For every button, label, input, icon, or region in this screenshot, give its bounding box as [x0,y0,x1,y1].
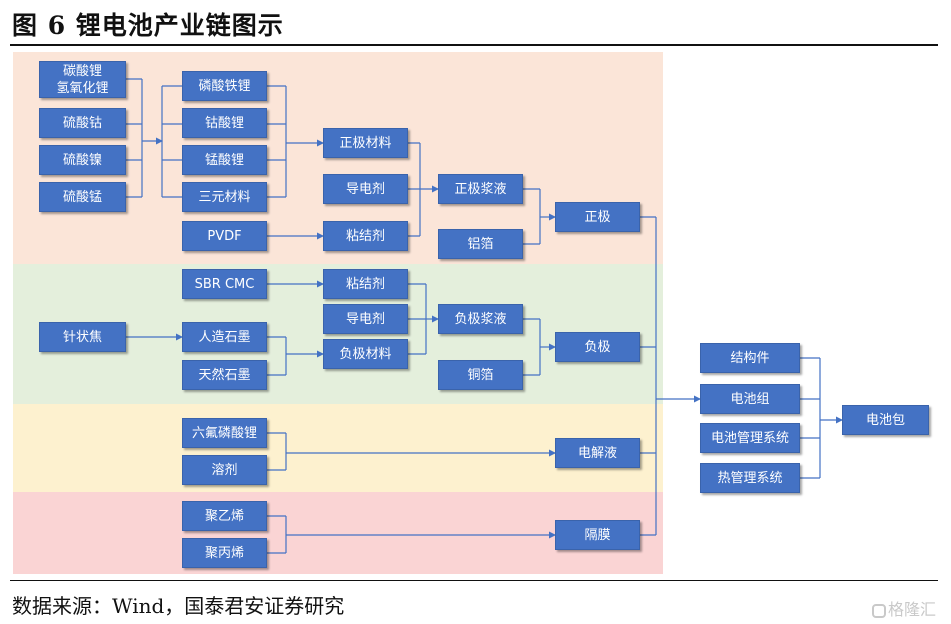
node-thermal-mgmt: 热管理系统 [700,463,800,493]
node-sbr-cmc: SBR CMC [182,269,267,299]
node-nickel-sulfate: 硫酸镍 [39,145,126,175]
node-cathode: 正极 [555,202,640,232]
node-anode-binder: 粘结剂 [323,269,408,299]
line-anode-components [408,283,427,355]
node-pvdf: PVDF [182,221,267,251]
line-components-bus [640,216,657,536]
node-natural-graphite: 天然石墨 [182,360,267,390]
node-aluminum-foil: 铝箔 [438,229,523,259]
node-lithium-carbonate-hydroxide: 碳酸锂 氢氧化锂 [39,61,126,98]
line-cathode-components [408,142,421,237]
node-solvent: 溶剂 [182,455,267,485]
line-cathode-mat-bracket-right [267,85,287,198]
node-bms: 电池管理系统 [700,423,800,453]
node-battery-module: 电池组 [700,384,800,414]
node-manganese-sulfate: 硫酸锰 [39,182,126,212]
top-rule [10,44,938,46]
watermark-text: 格隆汇 [888,600,937,619]
node-lco: 钴酸锂 [182,108,267,138]
node-lmo: 锰酸锂 [182,145,267,175]
line-raw-bracket [126,78,143,198]
line-slurry-foil [523,188,541,245]
source-note: 数据来源：Wind，国泰君安证券研究 [12,594,345,618]
node-polyethylene: 聚乙烯 [182,501,267,531]
line-graphite-bracket [267,336,287,376]
watermark: 格隆汇 [872,596,936,620]
line-cathode-mat-bracket-left [161,85,182,198]
node-anode-active: 负极材料 [323,339,408,369]
electrolyte-band [13,404,663,492]
node-battery-pack: 电池包 [842,405,929,435]
node-cathode-slurry: 正极浆液 [438,174,523,204]
node-electrolyte: 电解液 [555,438,640,468]
node-separator: 隔膜 [555,520,640,550]
bottom-rule [10,580,938,581]
line-separator-bracket [267,515,287,554]
line-anode-slurry-foil [523,318,541,376]
node-needle-coke: 针状焦 [39,322,126,352]
node-artificial-graphite: 人造石墨 [182,322,267,352]
figure-title: 图 6 锂电池产业链图示 [12,11,284,40]
node-structural-parts: 结构件 [700,343,800,373]
node-cobalt-sulfate: 硫酸钴 [39,108,126,138]
node-anode: 负极 [555,332,640,362]
node-cathode-binder: 粘结剂 [323,221,408,251]
node-polypropylene: 聚丙烯 [182,538,267,568]
node-cathode-conductive: 导电剂 [323,174,408,204]
watermark-logo-icon [872,604,886,618]
node-lipf6: 六氟磷酸锂 [182,418,267,448]
node-cathode-active: 正极材料 [323,128,408,158]
node-anode-slurry: 负极浆液 [438,304,523,334]
line-pack-parts [800,357,821,479]
node-lfp: 磷酸铁锂 [182,71,267,101]
node-ternary: 三元材料 [182,182,267,212]
node-anode-conductive: 导电剂 [323,304,408,334]
node-copper-foil: 铜箔 [438,360,523,390]
line-electrolyte-bracket [267,432,287,471]
